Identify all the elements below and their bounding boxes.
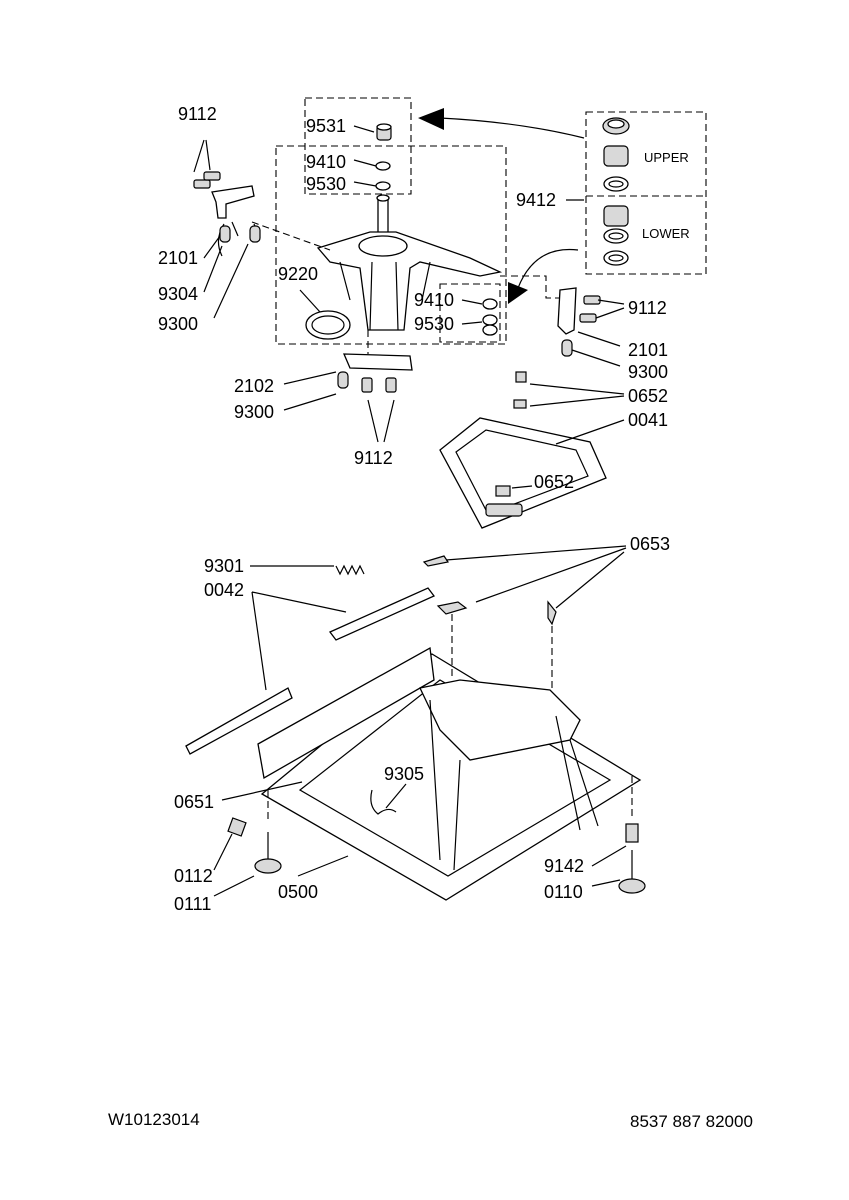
callout-0110: 0110 — [544, 882, 583, 902]
bracket-0042-upper — [328, 587, 436, 641]
callout-2101-right: 2101 — [628, 340, 668, 360]
callout-9412: 9412 — [516, 190, 556, 210]
callout-9300-lower: 9300 — [234, 402, 274, 422]
leg-0111 — [227, 817, 282, 874]
bearing-inset-box — [585, 111, 707, 275]
callout-9300-right: 9300 — [628, 362, 668, 382]
callout-0500: 0500 — [278, 882, 318, 902]
callout-9301: 9301 — [204, 556, 244, 576]
lower-bearing-set — [603, 205, 629, 266]
inset-label-lower: LOWER — [642, 226, 690, 241]
arrow-to-top-bearing — [439, 117, 585, 139]
side-bearing-box — [439, 283, 501, 343]
callout-9112-lower: 9112 — [354, 448, 393, 468]
bearing-9531 — [376, 123, 392, 141]
callout-0651: 0651 — [174, 792, 214, 812]
bracket-2102 — [337, 330, 413, 393]
bearing-9530-top — [375, 181, 391, 191]
callout-9142: 9142 — [544, 856, 584, 876]
callout-0653: 0653 — [630, 534, 670, 554]
left-bracket-2101 — [193, 171, 331, 257]
inset-label-upper: UPPER — [644, 150, 689, 165]
callout-2102: 2102 — [234, 376, 274, 396]
callout-0111: 0111 — [174, 894, 211, 914]
callout-9530-side: 9530 — [414, 314, 454, 334]
spider-shaft — [316, 194, 503, 331]
base-pan-0041 — [439, 371, 607, 529]
bearing-9530-side-1 — [482, 314, 498, 326]
callout-0652-upper: 0652 — [628, 386, 668, 406]
footer-left-code: W10123014 — [108, 1110, 200, 1129]
leg-0110 — [618, 823, 646, 894]
callout-2101-left: 2101 — [158, 248, 198, 268]
arrow-to-side-bearing — [517, 248, 579, 289]
top-bearing-box — [304, 97, 412, 195]
bracket-0042-lower — [185, 687, 293, 755]
callout-0041: 0041 — [628, 410, 668, 430]
callout-9300-left: 9300 — [158, 314, 198, 334]
callout-labels: 9112 2101 9304 9300 9531 9410 9530 9220 … — [158, 104, 690, 914]
footer-right-code: 8537 887 82000 — [630, 1112, 753, 1131]
callout-9112-right: 9112 — [628, 298, 667, 318]
callout-9304: 9304 — [158, 284, 198, 304]
base-frame-0500 — [257, 646, 642, 901]
callout-9531: 9531 — [306, 116, 346, 136]
callout-9410-top: 9410 — [306, 152, 346, 172]
clip-0653 — [422, 555, 557, 626]
bearing-9530-side-2 — [482, 324, 498, 336]
callout-0652-lower: 0652 — [534, 472, 574, 492]
callout-0042: 0042 — [204, 580, 244, 600]
bearing-9410-top — [375, 161, 391, 171]
callout-9305: 9305 — [384, 764, 424, 784]
callout-9220: 9220 — [278, 264, 318, 284]
callout-0112: 0112 — [174, 866, 213, 886]
leader-lines — [193, 125, 627, 897]
main-assembly-box — [275, 145, 507, 345]
callout-9112-left: 9112 — [178, 104, 217, 124]
bearing-9410-side — [482, 298, 498, 310]
spring-9301 — [335, 564, 365, 576]
upper-bearing-set — [602, 117, 630, 192]
callout-9410-side: 9410 — [414, 290, 454, 310]
callout-9530-top: 9530 — [306, 174, 346, 194]
